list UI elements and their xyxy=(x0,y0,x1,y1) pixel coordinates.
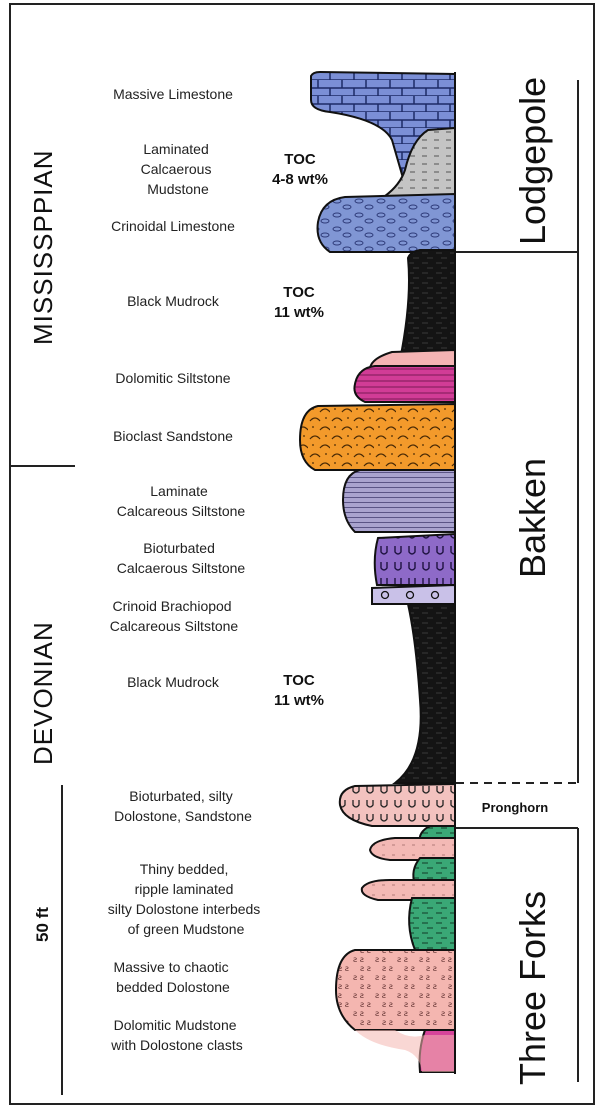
figure-frame xyxy=(10,4,594,1104)
lithology-label: Bioclast Sandstone xyxy=(113,428,233,444)
toc-annotation: TOC 11 wt% xyxy=(274,284,324,321)
lithology-label: Crinoidal Limestone xyxy=(111,218,235,234)
lithology-label: Laminated Calcaerous Mudstone xyxy=(141,141,216,197)
lithology-label: Bioturbated Calcaerous Siltstone xyxy=(117,540,246,576)
bed-bioclast-sandstone xyxy=(300,404,455,470)
bed-dolomitic-siltstone xyxy=(354,366,455,402)
formation-label-three-forks: Three Forks xyxy=(512,891,553,1085)
period-label-devonian: DEVONIAN xyxy=(28,621,58,765)
toc-label: TOC xyxy=(284,151,316,168)
bed-dolostone-clasts xyxy=(355,1030,455,1072)
bed-silty-dolostone-1 xyxy=(370,838,455,860)
lithology-label: Dolomitic Mudstone with Dolostone clasts xyxy=(110,1017,243,1053)
lithology-label: Bioturbated, silty Dolostone, Sandstone xyxy=(114,788,252,824)
bed-bioturbated-silty-dolostone xyxy=(340,784,455,826)
bed-black-mudrock-lower xyxy=(395,604,455,783)
bed-black-mudrock-upper xyxy=(400,250,455,360)
toc-value: 4-8 wt% xyxy=(272,171,328,188)
bed-crinoidal-limestone xyxy=(318,194,456,252)
formation-label-bakken: Bakken xyxy=(512,458,553,578)
lithology-label: Laminate Calcareous Siltstone xyxy=(117,483,246,519)
lithology-label: Dolomitic Siltstone xyxy=(115,370,230,386)
lithology-label: Massive to chaotic bedded Dolostone xyxy=(113,959,232,995)
formation-label-pronghorn: Pronghorn xyxy=(482,800,548,815)
lithology-label: Black Mudrock xyxy=(127,674,220,690)
toc-value: 11 wt% xyxy=(274,304,324,321)
lithology-label: Thiny bedded, ripple laminated silty Dol… xyxy=(108,861,264,937)
toc-label: TOC xyxy=(283,284,315,301)
lithology-label: Massive Limestone xyxy=(113,86,233,102)
period-label-mississippian: MISSISSPPIAN xyxy=(28,150,58,346)
lithology-labels: Massive Limestone Laminated Calcaerous M… xyxy=(108,86,264,1053)
bed-massive-chaotic-dolostone xyxy=(336,950,455,1030)
lithology-label: Crinoid Brachiopod Calcareous Siltstone xyxy=(110,598,239,634)
toc-annotation: TOC 4-8 wt% xyxy=(272,151,328,188)
toc-value: 11 wt% xyxy=(274,692,324,709)
lithology-column xyxy=(300,72,455,1074)
bed-green-mudstone-3 xyxy=(409,898,455,950)
bed-laminate-calcareous-siltstone xyxy=(343,470,455,532)
toc-label: TOC xyxy=(283,672,315,689)
scale-bar-label: 50 ft xyxy=(33,907,52,942)
formation-label-lodgepole: Lodgepole xyxy=(512,77,553,245)
lithology-label: Black Mudrock xyxy=(127,293,220,309)
toc-annotation: TOC 11 wt% xyxy=(274,672,324,709)
bed-bioturbated-calcareous-siltstone xyxy=(375,534,455,585)
